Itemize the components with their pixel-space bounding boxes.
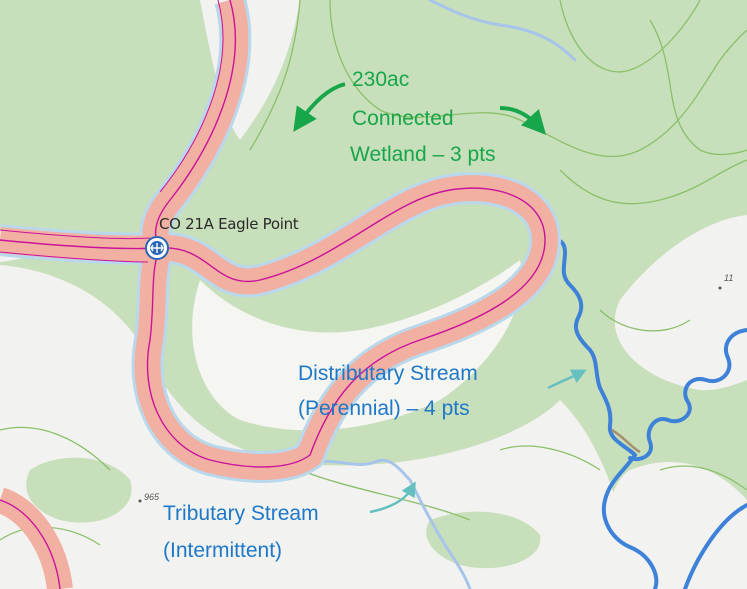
intermittent-stream-network xyxy=(308,0,577,589)
spot-elevation-dot xyxy=(718,286,722,290)
forest-patch-2 xyxy=(426,511,541,569)
dirt-track xyxy=(611,428,641,454)
perennial-stream-network xyxy=(543,237,747,589)
wetland-arrow-right xyxy=(499,106,547,135)
spot-elevation-label: 11 xyxy=(724,273,734,283)
open-land-center xyxy=(192,260,522,431)
tributary-type-label: (Intermittent) xyxy=(163,539,283,562)
open-land-lower xyxy=(0,265,640,589)
boat-launch-icon[interactable] xyxy=(145,236,169,260)
distributary-points-label: (Perennial) – 4 pts xyxy=(298,397,470,420)
road-lines xyxy=(0,0,546,589)
tributary-stream xyxy=(308,458,472,589)
wetland-points-label: Wetland – 3 pts xyxy=(350,143,496,166)
wetland-type-label: Connected xyxy=(352,107,454,130)
wetland-arrow-left xyxy=(293,82,346,132)
distributary-stream xyxy=(543,237,637,457)
wetland-area-label: 230ac xyxy=(352,68,410,91)
tributary-pointer xyxy=(369,481,416,514)
place-name-label[interactable]: CO 21A Eagle Point xyxy=(159,215,299,233)
distributary-pointer xyxy=(547,369,587,390)
spot-elevation-dot xyxy=(138,499,142,503)
distributary-stream-label: Distributary Stream xyxy=(298,362,478,385)
tributary-stream-label: Tributary Stream xyxy=(163,502,319,525)
open-land-right xyxy=(614,215,747,391)
spot-elevation-label: 965 xyxy=(144,492,160,502)
forest-patch-1 xyxy=(26,457,132,523)
